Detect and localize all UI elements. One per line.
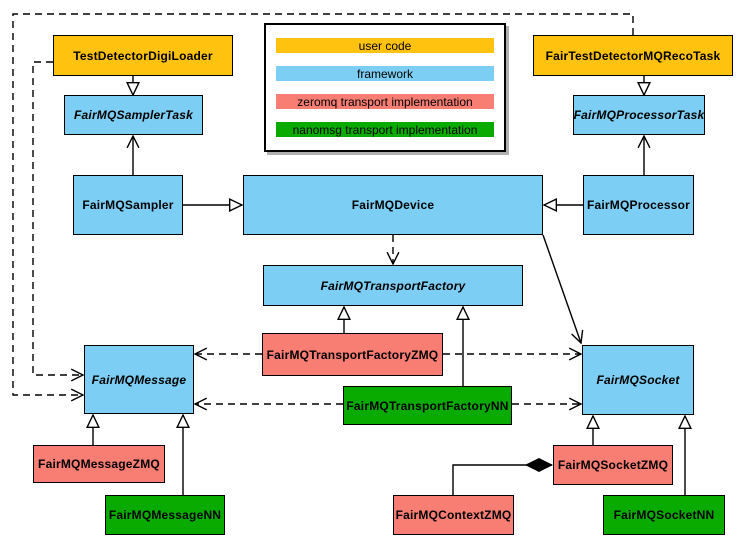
node-processortask: FairMQProcessorTask — [573, 95, 705, 135]
node-samplertask: FairMQSamplerTask — [64, 95, 203, 135]
node-messagenn: FairMQMessageNN — [105, 495, 225, 535]
edge-device-uses-socket — [542, 234, 581, 343]
node-sampler: FairMQSampler — [73, 175, 183, 235]
node-digiloader: TestDetectorDigiLoader — [53, 35, 233, 76]
node-factoryzmq: FairMQTransportFactoryZMQ — [262, 333, 443, 376]
edge-socketzmq-owns-contextzmq — [452, 465, 552, 495]
node-processor: FairMQProcessor — [583, 175, 694, 235]
node-message: FairMQMessage — [84, 345, 194, 414]
node-socketzmq: FairMQSocketZMQ — [553, 445, 673, 485]
node-factory: FairMQTransportFactory — [263, 265, 523, 306]
node-recotask: FairTestDetectorMQRecoTask — [533, 35, 733, 76]
legend-item-zeromq: zeromq transport implementation — [276, 94, 494, 109]
node-socket: FairMQSocket — [582, 345, 694, 415]
legend-item-user-code: user code — [276, 38, 494, 53]
node-messagezmq: FairMQMessageZMQ — [33, 445, 165, 483]
edge-recotask-depends-message — [12, 13, 634, 395]
legend-item-nanomsg: nanomsg transport implementation — [276, 122, 494, 137]
node-device: FairMQDevice — [243, 175, 543, 235]
legend-box: user code framework zeromq transport imple… — [264, 23, 506, 152]
node-factorynn: FairMQTransportFactoryNN — [343, 386, 512, 425]
node-contextzmq: FairMQContextZMQ — [393, 495, 514, 535]
node-socketnn: FairMQSocketNN — [603, 495, 725, 535]
legend-item-framework: framework — [276, 66, 494, 81]
